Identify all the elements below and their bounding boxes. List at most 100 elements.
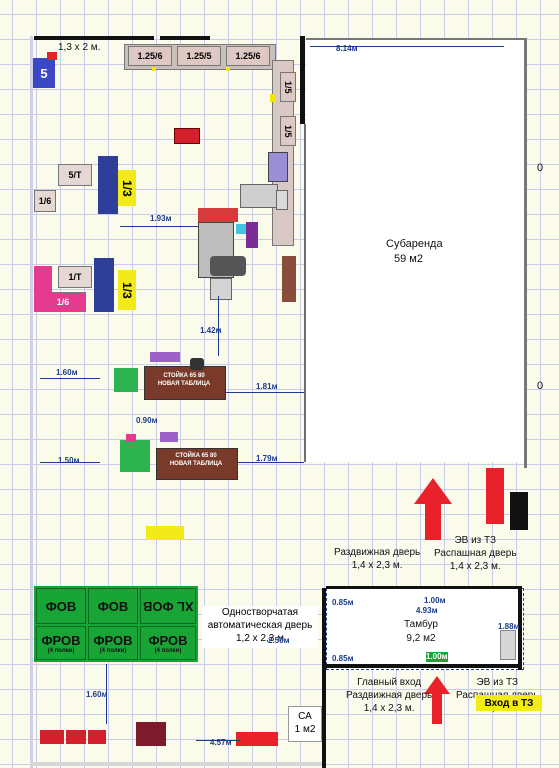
equipment-cyan xyxy=(236,224,248,234)
equipment-lightbox xyxy=(210,278,232,300)
green-rack-bottom-2: ФРОВ(4 полки) xyxy=(88,626,138,660)
measurement: 0.85м xyxy=(332,598,354,607)
entry-badge: Вход в ТЗ xyxy=(476,695,542,711)
green-rack-top-2: ФОВ xyxy=(88,588,138,624)
left-rack-code-1: 5/Т xyxy=(58,164,92,186)
sublease-room xyxy=(306,38,526,462)
bottom-rack-red xyxy=(66,730,86,744)
right-lower-wall xyxy=(322,668,326,768)
measurement: 1.88м xyxy=(498,622,520,631)
bottom-rack-red-long xyxy=(236,732,278,746)
top-rack-1: 1.25/6 xyxy=(128,46,172,66)
table-station-1-label: СТОЙКА 65 80 НОВАЯ ТАБЛИЦА xyxy=(157,373,211,387)
measurement: 1.00м xyxy=(426,652,448,661)
vestibule-gray-box xyxy=(500,630,516,660)
red-cabinet xyxy=(486,468,504,524)
yellow-tag xyxy=(146,526,184,540)
measurement: 1.50м xyxy=(58,456,80,465)
vestibule xyxy=(326,588,524,670)
sublease-right-wall xyxy=(524,38,527,468)
edge-mark: 0 xyxy=(537,162,544,174)
table-station-1 xyxy=(144,366,226,400)
top-rack-yellow-tags xyxy=(226,67,230,71)
dim-line xyxy=(238,462,304,463)
measurement: 0.85м xyxy=(332,654,354,663)
bottom-rack-dark xyxy=(136,722,166,746)
vestibule-left-wall xyxy=(322,588,326,670)
equipment-purple xyxy=(268,152,288,182)
green-rack-bottom-1: ФРОВ(4 полки) xyxy=(36,626,86,660)
dim-line xyxy=(40,462,100,463)
red-rack xyxy=(174,128,200,144)
sliding-door-label: Раздвижная дверь 1,4 x 2,3 м. xyxy=(334,547,421,571)
top-rack-yellow-tags xyxy=(152,67,156,71)
table-1-green xyxy=(114,368,138,392)
bottom-rack-red xyxy=(88,730,106,744)
bottom-rack-red xyxy=(40,730,64,744)
auto-door-label: Одностворчатая автоматическая дверь 1,2 … xyxy=(202,606,318,648)
up-arrow-icon xyxy=(414,478,452,540)
measurement: 1.00м xyxy=(424,596,446,605)
blue-rack-2 xyxy=(94,258,114,312)
sublease-title: Субаренда xyxy=(386,238,443,250)
table-1-purple xyxy=(150,352,180,362)
measurement: 1.60м xyxy=(86,690,108,699)
table-station-2-label: СТОЙКА 65 80 НОВАЯ ТАБЛИЦА xyxy=(169,453,223,467)
equipment-gray-2 xyxy=(276,190,288,210)
left-rack-code-3: 1/Т xyxy=(58,266,92,288)
sublease-area: 59 м2 xyxy=(394,253,423,265)
sublease-width-line xyxy=(310,46,504,47)
vestibule-title: Тамбур 9,2 м2 xyxy=(404,619,438,644)
blue-rack-1 xyxy=(98,156,118,214)
green-rack-top-3: ХL ФОВ xyxy=(140,588,196,624)
main-entry-label: Главный вход Раздвижная дверь 1,4 x 2,3 … xyxy=(346,677,433,714)
measurement: 4.57м xyxy=(210,738,232,747)
rack-size-label: 1,3 x 2 м. xyxy=(58,42,101,53)
dim-vline xyxy=(218,296,219,356)
corner-red-mark xyxy=(47,52,57,60)
equipment-gray xyxy=(240,184,278,208)
dim-line xyxy=(196,740,240,741)
sublease-top-wall xyxy=(306,38,526,40)
measurement: 1.79м xyxy=(256,454,278,463)
up-arrow-icon xyxy=(424,676,450,724)
edge-mark: 0 xyxy=(537,380,544,392)
top-rack-2: 1.25/5 xyxy=(177,46,221,66)
table-2-pink xyxy=(126,434,136,442)
measurement: 1.93м xyxy=(150,214,172,223)
table-station-2 xyxy=(156,448,238,480)
sublease-wall-thin xyxy=(304,124,306,462)
sublease-width: 8.14м xyxy=(336,44,358,53)
vestibule-top-wall xyxy=(326,586,522,589)
green-rack-top-1: ФОВ xyxy=(36,588,86,624)
right-yellow-tag xyxy=(270,94,275,102)
table-2-purple xyxy=(160,432,178,442)
equipment-purple-2 xyxy=(246,222,258,248)
ca-room: СА 1 м2 xyxy=(288,706,322,742)
sublease-left-wall xyxy=(300,36,305,124)
table-2-green xyxy=(120,440,150,472)
corner-tag: 5 xyxy=(33,58,55,88)
measurement: 1.81м xyxy=(256,382,278,391)
vestibule-bottom-wall xyxy=(322,664,522,668)
measurement: 1.60м xyxy=(56,368,78,377)
yellow-rack-1: 1/3 xyxy=(118,170,136,206)
dim-line xyxy=(226,392,304,393)
dim-vline xyxy=(106,664,107,724)
top-rack-3: 1.25/6 xyxy=(226,46,270,66)
vestibule-right-wall xyxy=(518,588,522,670)
measurement: 1.42м xyxy=(200,326,222,335)
right-rack-1: 1/5 xyxy=(280,72,296,102)
green-marker xyxy=(426,652,448,662)
dim-line xyxy=(120,226,198,227)
top-wall-right xyxy=(160,36,210,40)
right-rack-2: 1/5 xyxy=(280,116,296,146)
bottom-edge xyxy=(30,762,322,766)
measurement: 4.93м xyxy=(416,606,438,615)
top-wall xyxy=(34,36,154,40)
green-rack-bottom-3: ФРОВ(4 полки) xyxy=(140,626,196,660)
yellow-rack-2: 1/3 xyxy=(118,270,136,310)
measurement: 0.90м xyxy=(136,416,158,425)
right-column-brown xyxy=(282,256,296,302)
